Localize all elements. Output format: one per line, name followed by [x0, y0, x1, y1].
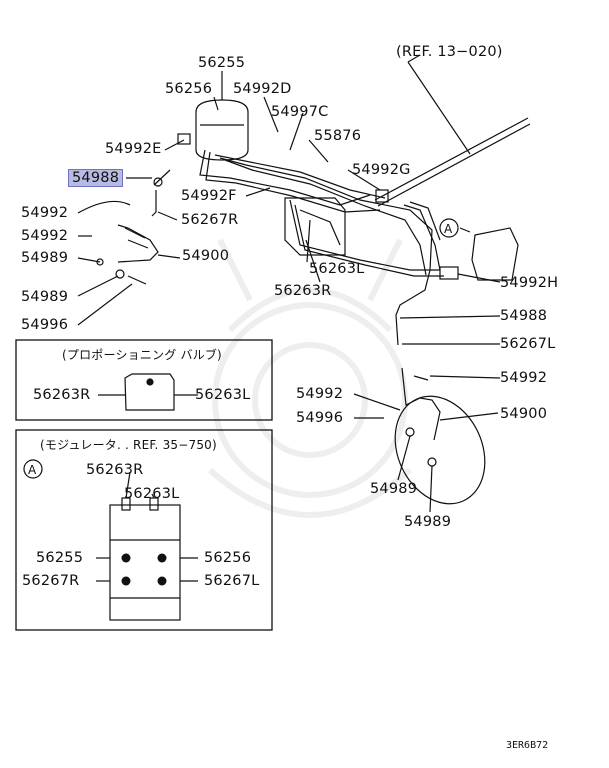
- mod-part-56267L[interactable]: 56267L: [204, 573, 260, 589]
- valve-part-56263R[interactable]: 56263R: [33, 387, 91, 403]
- part-56267R[interactable]: 56267R: [181, 212, 239, 228]
- part-54989-c[interactable]: 54989: [370, 481, 418, 497]
- part-56263R[interactable]: 56263R: [274, 283, 332, 299]
- part-56267L[interactable]: 56267L: [500, 336, 556, 352]
- watermark-crest: [207, 238, 413, 518]
- valve-box: [15, 339, 273, 421]
- part-54992-c[interactable]: 54992: [500, 370, 548, 386]
- part-54992H[interactable]: 54992H: [500, 275, 559, 291]
- part-54992E[interactable]: 54992E: [105, 141, 162, 157]
- part-54992F[interactable]: 54992F: [181, 188, 237, 204]
- valve-part-56263L[interactable]: 56263L: [195, 387, 251, 403]
- part-54996-a[interactable]: 54996: [21, 317, 69, 333]
- part-54992-b[interactable]: 54992: [21, 228, 69, 244]
- part-54992-d[interactable]: 54992: [296, 386, 344, 402]
- part-54989-d[interactable]: 54989: [404, 514, 452, 530]
- mod-part-56263L[interactable]: 56263L: [124, 486, 180, 502]
- mod-part-56267R[interactable]: 56267R: [22, 573, 80, 589]
- part-54989-b[interactable]: 54989: [21, 289, 69, 305]
- ref-label-top: (REF. 13−020): [396, 44, 503, 60]
- part-54996-b[interactable]: 54996: [296, 410, 344, 426]
- part-54900-a[interactable]: 54900: [182, 248, 230, 264]
- part-54988-b[interactable]: 54988: [500, 308, 548, 324]
- part-55876[interactable]: 55876: [314, 128, 362, 144]
- ref-line: [374, 117, 531, 207]
- modulator-box: [15, 429, 273, 631]
- valve-icon: [98, 373, 198, 411]
- part-56256[interactable]: 56256: [165, 81, 213, 97]
- part-56255[interactable]: 56255: [198, 55, 246, 71]
- diagram-code: 3ER6B72: [506, 740, 549, 751]
- reservoir-shape: [195, 99, 249, 161]
- part-54992-a[interactable]: 54992: [21, 205, 69, 221]
- modulator-box-title: (モジュレータ. . REF. 35−750): [40, 438, 217, 452]
- hose-left: [117, 224, 159, 263]
- marker-a-right: A: [444, 222, 453, 236]
- part-54900-b[interactable]: 54900: [500, 406, 548, 422]
- marker-a-circle: [23, 459, 43, 479]
- mod-part-56256[interactable]: 56256: [204, 550, 252, 566]
- mod-part-56255[interactable]: 56255: [36, 550, 84, 566]
- modulator-icon: [96, 471, 198, 621]
- part-54988-highlighted[interactable]: 54988: [68, 169, 124, 187]
- part-54992D[interactable]: 54992D: [233, 81, 292, 97]
- hose-right: [401, 367, 441, 441]
- part-54992G[interactable]: 54992G: [352, 162, 411, 178]
- mod-part-56263R[interactable]: 56263R: [86, 462, 144, 478]
- part-56263L[interactable]: 56263L: [309, 261, 365, 277]
- part-54997C[interactable]: 54997C: [271, 104, 329, 120]
- part-54989-a[interactable]: 54989: [21, 250, 69, 266]
- modulator-marker-a: A: [28, 463, 37, 477]
- valve-box-title: (プロポーショニング バルブ): [62, 348, 222, 362]
